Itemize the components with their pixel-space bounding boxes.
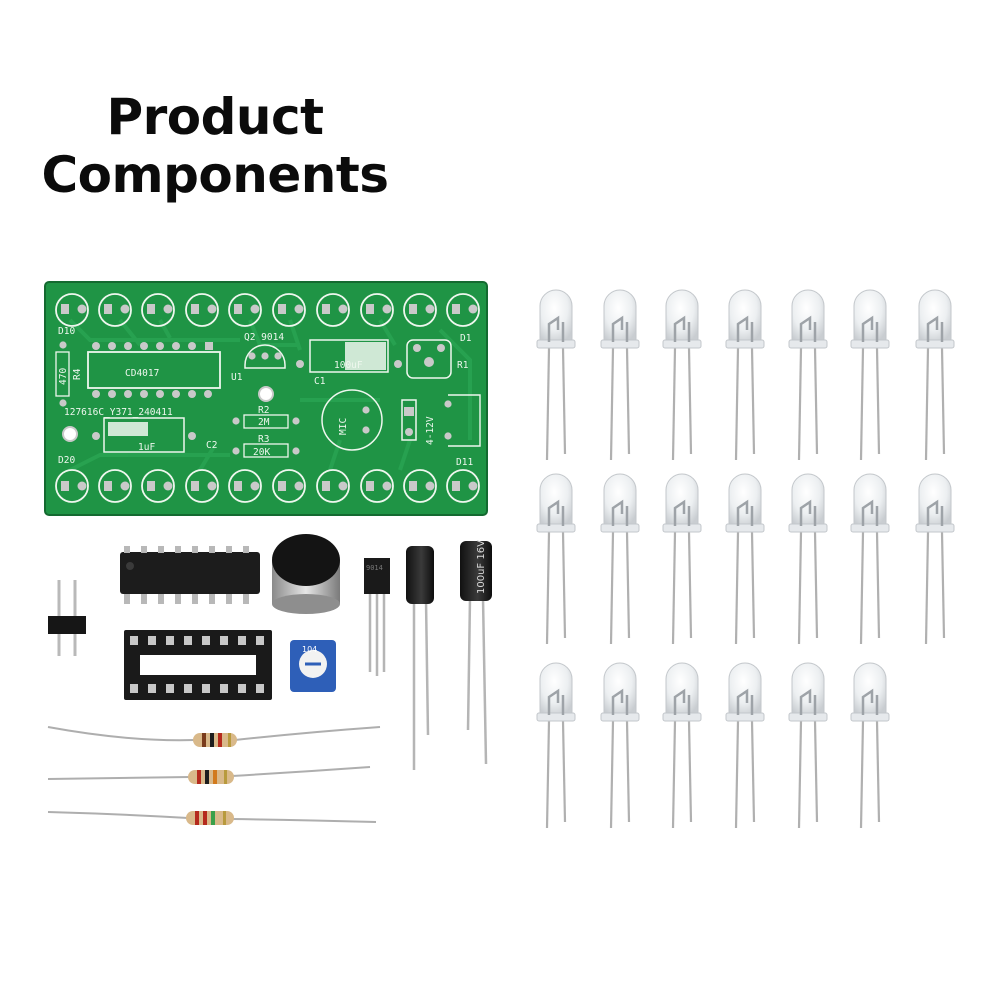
- pcb-d1-label: D1: [460, 333, 472, 344]
- pcb-d20-label: D20: [58, 455, 75, 466]
- pcb-r4-value: 470: [58, 368, 69, 385]
- pcb-serial: 127616C_Y371_240411: [64, 407, 173, 418]
- microphone-capsule: [272, 534, 340, 614]
- pcb-power-label: 4-12V: [425, 416, 436, 445]
- electrolytic-capacitor-small: [406, 546, 434, 770]
- trimmer-marking: 104: [302, 645, 317, 654]
- pcb-r2-r3-footprints: [232, 414, 300, 458]
- led-4: [725, 289, 765, 461]
- led-14: [915, 473, 955, 645]
- led-11: [725, 473, 765, 645]
- led-20: [850, 662, 890, 829]
- led-10: [662, 473, 702, 645]
- pcb-c1-footprint: [296, 339, 402, 373]
- led-5: [788, 289, 828, 461]
- pcb-r2-ref: R2: [258, 405, 269, 416]
- pin-header: [48, 580, 86, 656]
- pcb-r3-value: 20K: [253, 447, 270, 458]
- pcb-c2-value: 1uF: [138, 442, 155, 453]
- led-9: [600, 473, 640, 645]
- pcb-d11-label: D11: [456, 457, 473, 468]
- led-17: [662, 662, 702, 829]
- led-array: [536, 289, 955, 829]
- transistor-marking: 9014: [366, 564, 383, 572]
- pcb-r4-ref: R4: [72, 368, 83, 380]
- pcb-r4-footprint: [55, 341, 70, 407]
- pcb-chip-label: CD4017: [125, 368, 159, 379]
- pcb-r3-ref: R3: [258, 434, 269, 445]
- pcb-r1-ref: R1: [457, 360, 469, 371]
- mounting-hole-center: [258, 386, 274, 402]
- pcb-d10-label: D10: [58, 326, 75, 337]
- pcb-transistor-label: Q2 9014: [244, 332, 284, 343]
- pcb-r1-footprint: [406, 339, 452, 379]
- led-16: [600, 662, 640, 829]
- led-18: [725, 662, 765, 829]
- pcb-board: CD4017 Q2 9014 100uF C1 1uF C2 R2 2M R3 …: [44, 281, 488, 516]
- led-15: [536, 662, 576, 829]
- ic-socket: [124, 630, 272, 700]
- pcb-bottom-led-pads: [55, 469, 480, 503]
- resistor-2: [47, 766, 371, 784]
- pcb-c1-value: 100uF: [334, 360, 363, 371]
- product-components-title: Product Components: [30, 88, 400, 204]
- cd4017-ic-chip: [120, 546, 260, 604]
- pcb-c2-ref: C2: [206, 440, 217, 451]
- electrolytic-capacitor-100uf: 100uF 16V: [460, 540, 492, 765]
- pcb-c2-footprint: [92, 417, 196, 453]
- pcb-top-led-pads: [55, 293, 480, 327]
- mounting-hole-left: [62, 426, 78, 442]
- pcb-mic-footprint: [321, 389, 383, 451]
- led-6: [850, 289, 890, 461]
- title-line-2: Components: [41, 146, 389, 204]
- title-line-1: Product: [106, 88, 324, 146]
- pcb-c1-ref: C1: [314, 376, 326, 387]
- transistor-9014: 9014: [364, 558, 390, 676]
- led-2: [600, 289, 640, 461]
- resistor-1: [47, 726, 381, 747]
- pcb-r2-value: 2M: [258, 417, 270, 428]
- pcb-ic-footprint: [87, 342, 221, 398]
- led-7: [915, 289, 955, 461]
- led-3: [662, 289, 702, 461]
- led-19: [788, 662, 828, 829]
- pcb-u1-ref: U1: [231, 372, 243, 383]
- resistor-3: [47, 811, 377, 825]
- trimmer-potentiometer: 104: [290, 640, 336, 692]
- capacitor-marking: 100uF 16V: [476, 540, 487, 594]
- pcb-mic-label: MIC: [338, 418, 349, 435]
- led-8: [536, 473, 576, 645]
- pcb-power-footprint: [401, 399, 417, 441]
- pcb-transistor-footprint: [244, 344, 286, 369]
- led-12: [788, 473, 828, 645]
- led-1: [536, 289, 576, 461]
- led-13: [850, 473, 890, 645]
